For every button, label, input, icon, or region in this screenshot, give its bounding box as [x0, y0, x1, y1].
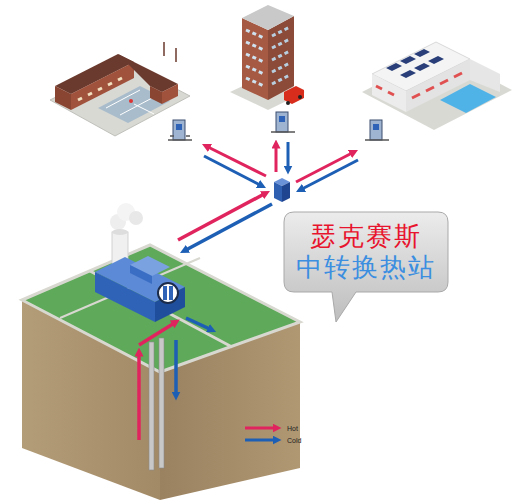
school-building-part — [50, 62, 190, 136]
junction-substation-part — [282, 182, 290, 202]
hotel-building-part-part — [414, 49, 430, 57]
power-plant-part — [129, 211, 143, 225]
apartment-building-part — [246, 30, 264, 86]
heat-exchanger-units — [168, 112, 389, 140]
flow-arrows — [139, 318, 212, 440]
legend-arrow — [243, 435, 283, 445]
heat-exchanger-units-part — [176, 124, 182, 130]
power-plant — [95, 203, 185, 322]
hotel-building-part-part — [428, 56, 444, 64]
power-plant-part — [169, 286, 173, 300]
bubble-shape — [284, 212, 448, 322]
apartment-building-part — [286, 101, 290, 105]
hotel-building-part-part — [400, 70, 416, 78]
speech-bubble: 瑟克赛斯中转换热站 — [284, 212, 448, 292]
apartment-building-part — [272, 27, 290, 84]
ground-block — [22, 245, 300, 500]
distribution-arrows-part — [275, 144, 278, 172]
school-building-part — [118, 54, 178, 92]
heat-exchanger-units-part — [373, 124, 379, 130]
bubble-text: 瑟克赛斯 — [284, 221, 448, 252]
school-building-part — [129, 99, 133, 103]
apartment-building-part — [298, 95, 302, 99]
power-plant-part — [130, 265, 152, 284]
heat-exchanger-units-part — [279, 116, 285, 122]
flow-arrows-part — [174, 340, 178, 396]
hotel-building-part-part — [414, 63, 430, 71]
school-building-part — [71, 62, 134, 110]
legend-text: Cold — [287, 437, 301, 444]
school-building-part — [98, 86, 170, 123]
apartment-building-part — [268, 16, 294, 100]
school-building-part — [78, 78, 122, 100]
hotel-building — [362, 42, 512, 130]
power-plant-part — [112, 229, 128, 235]
borehole-pipes-part — [159, 338, 164, 468]
heat-exchanger-units-part — [365, 139, 389, 141]
distribution-arrows-part — [287, 142, 290, 170]
hotel-building-part — [386, 49, 444, 78]
hotel-building-part-part — [400, 56, 416, 64]
transmission-arrows — [178, 193, 272, 251]
legend-arrow-line — [245, 439, 277, 442]
borehole-pipes-part — [149, 342, 154, 470]
junction-substation-part — [274, 182, 282, 202]
school-building — [50, 42, 190, 136]
heat-exchanger-units-part — [271, 131, 295, 133]
legend: HotCold — [243, 422, 301, 446]
hotel-building-part — [376, 86, 394, 95]
distribution-arrows-part — [204, 156, 262, 186]
apartment-building-part — [284, 86, 304, 104]
heat-exchanger-units-part — [370, 120, 382, 140]
school-building-part — [162, 84, 178, 104]
legend-arrow — [243, 423, 283, 433]
flow-arrows-part — [186, 318, 212, 330]
legend-row: Cold — [243, 434, 301, 446]
distribution-arrows — [204, 142, 358, 190]
apartment-building-part — [242, 5, 294, 30]
school-building-part — [106, 90, 154, 115]
borehole-pipes — [149, 338, 164, 470]
legend-row: Hot — [243, 422, 301, 434]
distribution-arrows-part — [300, 160, 358, 190]
flow-arrows-part — [137, 352, 141, 440]
transmission-arrows-part — [178, 193, 266, 240]
apartment-building-part — [242, 18, 268, 100]
school-building-part — [164, 42, 176, 62]
power-plant-part — [158, 283, 178, 303]
junction-substation — [274, 178, 290, 202]
legend-arrow-line — [245, 427, 277, 430]
legend-text: Hot — [287, 425, 298, 432]
power-plant-part — [163, 286, 167, 300]
heat-exchanger-units-part — [276, 112, 288, 132]
transmission-arrows-part — [184, 204, 272, 251]
heat-exchanger-units-part — [168, 136, 192, 140]
apartment-building — [230, 5, 305, 110]
heat-exchanger-units-part — [173, 120, 185, 140]
flow-arrows-part — [139, 322, 176, 345]
hotel-building-part — [440, 84, 496, 113]
hotel-building-part — [412, 73, 462, 98]
school-building-part — [150, 86, 162, 104]
bubble-text: 中转换热站 — [284, 252, 448, 283]
hotel-building-part-part — [386, 63, 402, 71]
hotel-building-part — [372, 74, 406, 112]
school-building-part — [55, 86, 71, 110]
